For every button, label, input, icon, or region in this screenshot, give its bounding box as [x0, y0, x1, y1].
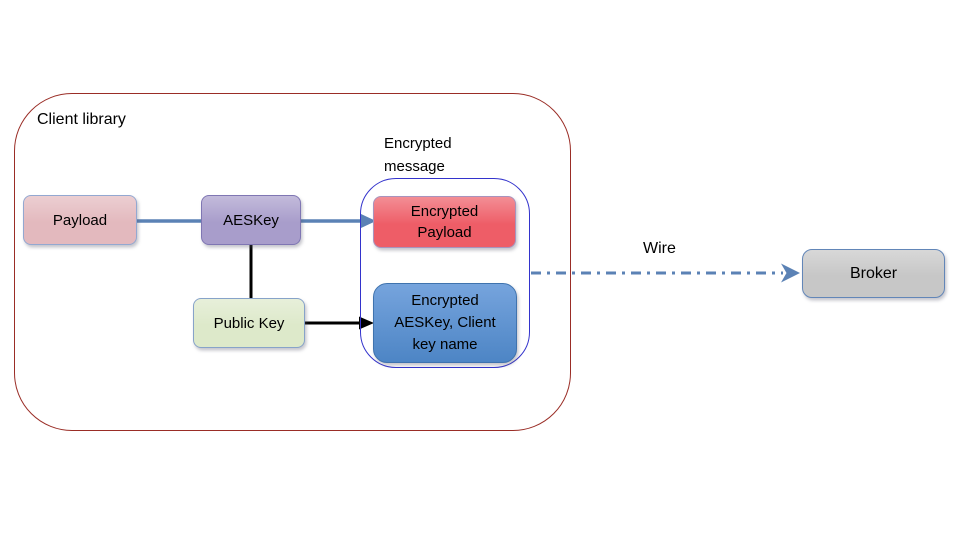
client-library-label: Client library	[37, 111, 126, 128]
node-broker-label: Broker	[849, 265, 898, 282]
node-payload-label: Payload	[52, 211, 108, 229]
node-public-key: Public Key	[193, 298, 305, 348]
wire-label: Wire	[643, 240, 676, 257]
node-broker: Broker	[802, 249, 945, 298]
node-aeskey: AESKey	[201, 195, 301, 245]
client-library-container: Client library	[14, 93, 571, 431]
node-encrypted-aeskey-label: Encrypted AESKey, Client key name	[394, 292, 496, 353]
node-encrypted-payload-label: Encrypted Payload	[410, 203, 479, 241]
encrypted-message-label: Encrypted message	[384, 135, 452, 175]
node-payload: Payload	[23, 195, 137, 245]
node-encrypted-payload: Encrypted Payload	[373, 196, 516, 248]
arrowhead-broker-stealth	[781, 263, 800, 283]
node-aeskey-label: AESKey	[223, 211, 279, 229]
encrypted-message-container	[360, 178, 530, 368]
node-public-key-label: Public Key	[213, 314, 285, 332]
node-encrypted-aeskey: Encrypted AESKey, Client key name	[373, 283, 517, 363]
